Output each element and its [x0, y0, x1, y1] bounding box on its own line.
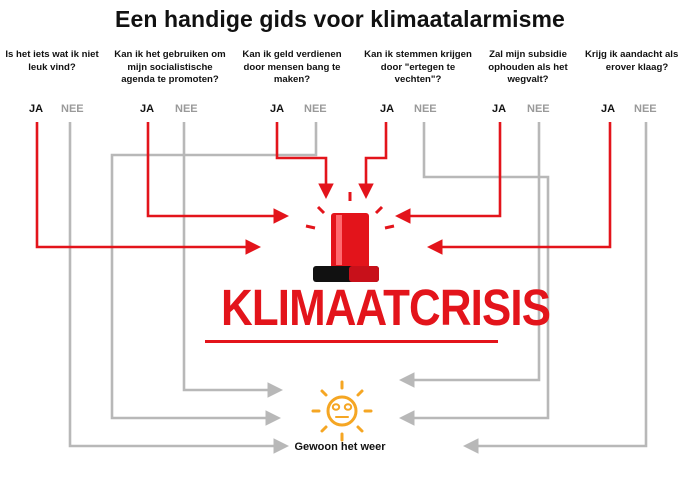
question-4: Kan ik stemmen krijgen door "ertegen te …: [364, 49, 472, 85]
answer-no-2: NEE: [175, 103, 198, 115]
question-6: Krijg ik aandacht als ik erover klaag?: [585, 49, 680, 73]
answer-yes-1: JA: [29, 103, 44, 115]
no-path-4: [399, 122, 550, 426]
yes-path-1: [35, 122, 261, 255]
sun-icon: [311, 380, 373, 442]
answer-no-6: NEE: [634, 103, 657, 115]
siren-icon: [305, 192, 395, 282]
answer-yes-4: JA: [380, 103, 395, 115]
yes-path-2: [146, 122, 289, 224]
answer-yes-3: JA: [270, 103, 285, 115]
no-path-3: [110, 122, 318, 426]
question-1: Is het iets wat ik niet leuk vind?: [5, 49, 99, 73]
yes-path-6: [427, 122, 612, 255]
no-path-5: [399, 122, 541, 388]
question-2: Kan ik het gebruiken om mijn socialistis…: [114, 49, 226, 85]
question-3: Kan ik geld verdienen door mensen bang t…: [242, 49, 342, 85]
page-title: Een handige gids voor klimaatalarmisme: [115, 6, 565, 32]
question-5: Zal mijn subsidie ophouden als het wegva…: [488, 49, 568, 85]
yes-path-3: [275, 122, 334, 199]
outcome-crisis-label: KLIMAATCRISIS: [221, 279, 551, 336]
yes-path-4: [358, 122, 388, 199]
outcome-weather-label: Gewoon het weer: [294, 441, 386, 453]
answer-yes-2: JA: [140, 103, 155, 115]
no-path-6: [463, 122, 648, 454]
no-path-1: [68, 122, 289, 454]
answer-no-1: NEE: [61, 103, 84, 115]
crisis-underline: [205, 340, 498, 343]
answer-no-3: NEE: [304, 103, 327, 115]
yes-path-5: [395, 122, 502, 224]
answer-yes-5: JA: [492, 103, 507, 115]
answer-no-4: NEE: [414, 103, 437, 115]
no-path-2: [182, 122, 283, 398]
answer-yes-6: JA: [601, 103, 616, 115]
answer-no-5: NEE: [527, 103, 550, 115]
